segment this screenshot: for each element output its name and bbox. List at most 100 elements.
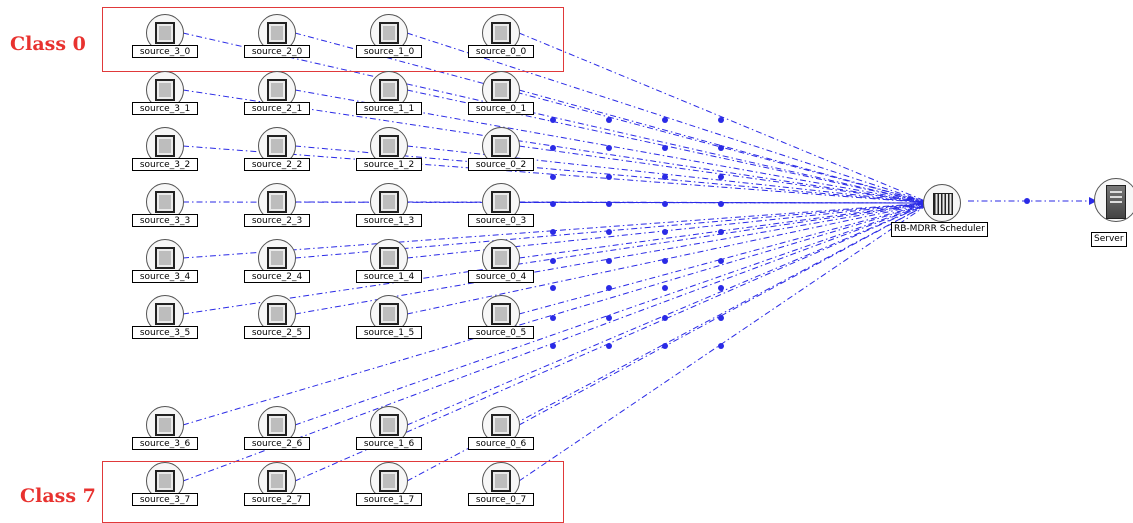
source-label: source_2_2 bbox=[244, 158, 310, 171]
source-node[interactable]: source_0_7 bbox=[468, 462, 540, 506]
source-label: source_2_7 bbox=[244, 493, 310, 506]
link-packet-dot bbox=[550, 174, 556, 180]
source-label: source_3_7 bbox=[132, 493, 198, 506]
monitor-icon bbox=[155, 303, 175, 325]
link-packet-dot bbox=[606, 174, 612, 180]
source-node[interactable]: source_0_5 bbox=[468, 295, 540, 339]
source-to-scheduler-link bbox=[182, 202, 931, 315]
link-packet-dot bbox=[606, 315, 612, 321]
link-packet-dot bbox=[662, 258, 668, 264]
source-node[interactable]: source_3_2 bbox=[132, 127, 204, 171]
link-packet-dot bbox=[718, 285, 724, 291]
source-label: source_0_5 bbox=[468, 326, 534, 339]
monitor-icon bbox=[379, 22, 399, 44]
source-node[interactable]: source_2_0 bbox=[244, 14, 316, 58]
monitor-icon bbox=[267, 414, 287, 436]
link-packet-dot bbox=[662, 315, 668, 321]
source-node[interactable]: source_1_6 bbox=[356, 406, 428, 450]
link-packet-dot bbox=[718, 343, 724, 349]
scheduler-node[interactable]: RB-MDRR Scheduler bbox=[891, 184, 1001, 237]
source-node[interactable]: source_0_4 bbox=[468, 239, 540, 283]
link-packet-dot bbox=[606, 201, 612, 207]
source-node[interactable]: source_3_7 bbox=[132, 462, 204, 506]
link-packet-dot bbox=[662, 117, 668, 123]
link-packet-dot bbox=[606, 343, 612, 349]
monitor-icon bbox=[155, 414, 175, 436]
source-label: source_3_3 bbox=[132, 214, 198, 227]
monitor-icon bbox=[155, 470, 175, 492]
server-circle bbox=[1094, 178, 1133, 222]
source-to-scheduler-link bbox=[294, 145, 931, 204]
source-label: source_1_7 bbox=[356, 493, 422, 506]
server-tower-icon bbox=[1106, 185, 1126, 219]
source-label: source_2_3 bbox=[244, 214, 310, 227]
source-node[interactable]: source_1_3 bbox=[356, 183, 428, 227]
source-to-scheduler-link bbox=[294, 202, 931, 426]
source-to-scheduler-link bbox=[518, 202, 931, 315]
link-packet-dot bbox=[662, 174, 668, 180]
source-label: source_2_6 bbox=[244, 437, 310, 450]
monitor-icon bbox=[379, 247, 399, 269]
source-node[interactable]: source_2_7 bbox=[244, 462, 316, 506]
source-node[interactable]: source_0_0 bbox=[468, 14, 540, 58]
source-label: source_3_0 bbox=[132, 45, 198, 58]
source-node[interactable]: source_1_5 bbox=[356, 295, 428, 339]
source-node[interactable]: source_1_0 bbox=[356, 14, 428, 58]
source-label: source_0_3 bbox=[468, 214, 534, 227]
monitor-icon bbox=[267, 470, 287, 492]
source-to-scheduler-link bbox=[294, 201, 931, 204]
source-node[interactable]: source_1_7 bbox=[356, 462, 428, 506]
link-packet-dot bbox=[718, 145, 724, 151]
source-label: source_2_0 bbox=[244, 45, 310, 58]
source-node[interactable]: source_2_4 bbox=[244, 239, 316, 283]
source-label: source_3_1 bbox=[132, 102, 198, 115]
source-node[interactable]: source_3_4 bbox=[132, 239, 204, 283]
source-label: source_1_4 bbox=[356, 270, 422, 283]
source-to-scheduler-link bbox=[182, 202, 931, 426]
link-packet-dot bbox=[662, 285, 668, 291]
source-node[interactable]: source_0_1 bbox=[468, 71, 540, 115]
source-to-scheduler-link bbox=[406, 202, 931, 426]
source-to-scheduler-link bbox=[406, 202, 931, 315]
monitor-icon bbox=[379, 303, 399, 325]
source-label: source_2_1 bbox=[244, 102, 310, 115]
source-node[interactable]: source_2_3 bbox=[244, 183, 316, 227]
source-to-scheduler-link bbox=[406, 89, 931, 204]
source-node[interactable]: source_1_2 bbox=[356, 127, 428, 171]
source-node[interactable]: source_0_2 bbox=[468, 127, 540, 171]
source-to-scheduler-link bbox=[294, 202, 931, 482]
monitor-icon bbox=[267, 247, 287, 269]
scheduler-circle bbox=[923, 184, 961, 222]
class-0-label: Class 0 bbox=[10, 33, 86, 55]
source-label: source_0_7 bbox=[468, 493, 534, 506]
source-node[interactable]: source_2_1 bbox=[244, 71, 316, 115]
monitor-icon bbox=[267, 135, 287, 157]
link-packet-dot bbox=[662, 145, 668, 151]
monitor-icon bbox=[379, 470, 399, 492]
source-node[interactable]: source_3_3 bbox=[132, 183, 204, 227]
source-node[interactable]: source_3_0 bbox=[132, 14, 204, 58]
monitor-icon bbox=[491, 135, 511, 157]
monitor-icon bbox=[491, 247, 511, 269]
source-node[interactable]: source_0_3 bbox=[468, 183, 540, 227]
source-node[interactable]: source_3_5 bbox=[132, 295, 204, 339]
source-to-scheduler-link bbox=[518, 145, 931, 204]
server-node[interactable]: Server bbox=[1088, 178, 1133, 248]
source-node[interactable]: source_2_2 bbox=[244, 127, 316, 171]
link-packet-dot bbox=[550, 145, 556, 151]
link-packet-dot bbox=[1024, 198, 1030, 204]
source-node[interactable]: source_1_4 bbox=[356, 239, 428, 283]
source-node[interactable]: source_3_6 bbox=[132, 406, 204, 450]
queue-icon bbox=[933, 193, 953, 215]
link-packet-dot bbox=[606, 285, 612, 291]
source-node[interactable]: source_2_6 bbox=[244, 406, 316, 450]
source-node[interactable]: source_3_1 bbox=[132, 71, 204, 115]
source-node[interactable]: source_2_5 bbox=[244, 295, 316, 339]
source-to-scheduler-link bbox=[182, 202, 931, 259]
source-node[interactable]: source_0_6 bbox=[468, 406, 540, 450]
link-packet-dot bbox=[662, 201, 668, 207]
link-packet-dot bbox=[718, 174, 724, 180]
source-to-scheduler-link bbox=[294, 202, 931, 259]
source-label: source_2_4 bbox=[244, 270, 310, 283]
source-node[interactable]: source_1_1 bbox=[356, 71, 428, 115]
